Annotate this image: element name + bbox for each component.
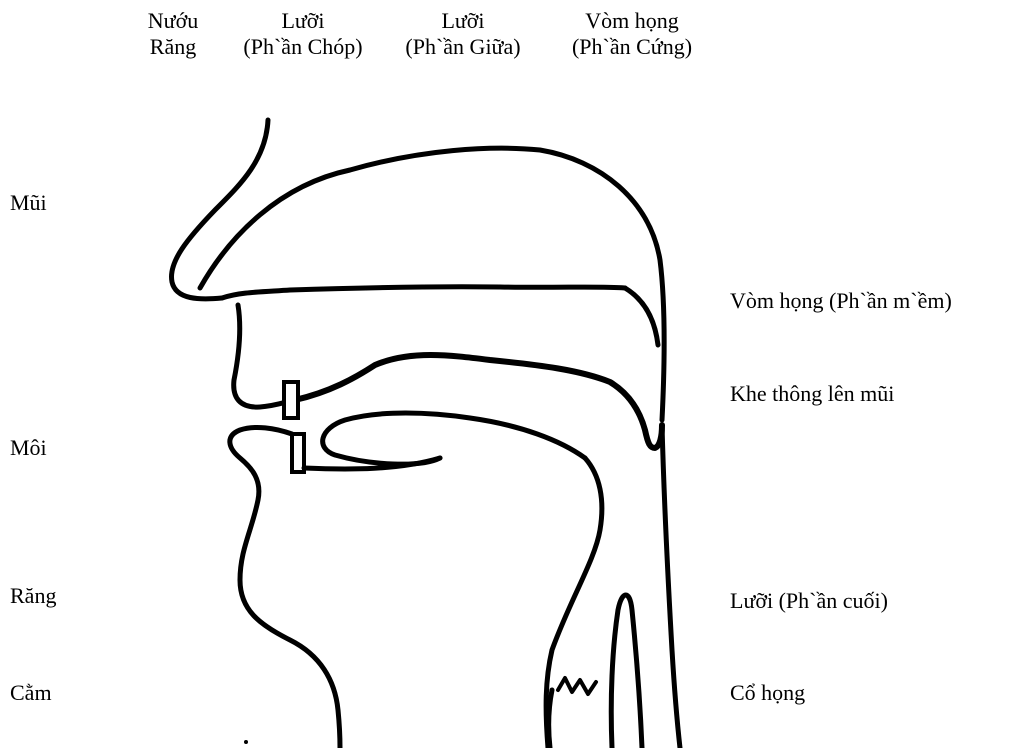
larynx-left (549, 690, 552, 748)
soft-palate (625, 288, 658, 345)
lower-lip (230, 427, 340, 748)
vocal-folds (558, 678, 596, 694)
upper-teeth (284, 382, 298, 418)
palate-underside (295, 355, 662, 448)
pharynx-wall (662, 425, 680, 748)
upper-lip-palate (222, 287, 625, 298)
tongue-body (304, 458, 602, 748)
nose-outline (171, 120, 268, 299)
stray-dot (244, 740, 248, 744)
tongue-tip (323, 413, 585, 464)
epiglottis (611, 595, 642, 748)
